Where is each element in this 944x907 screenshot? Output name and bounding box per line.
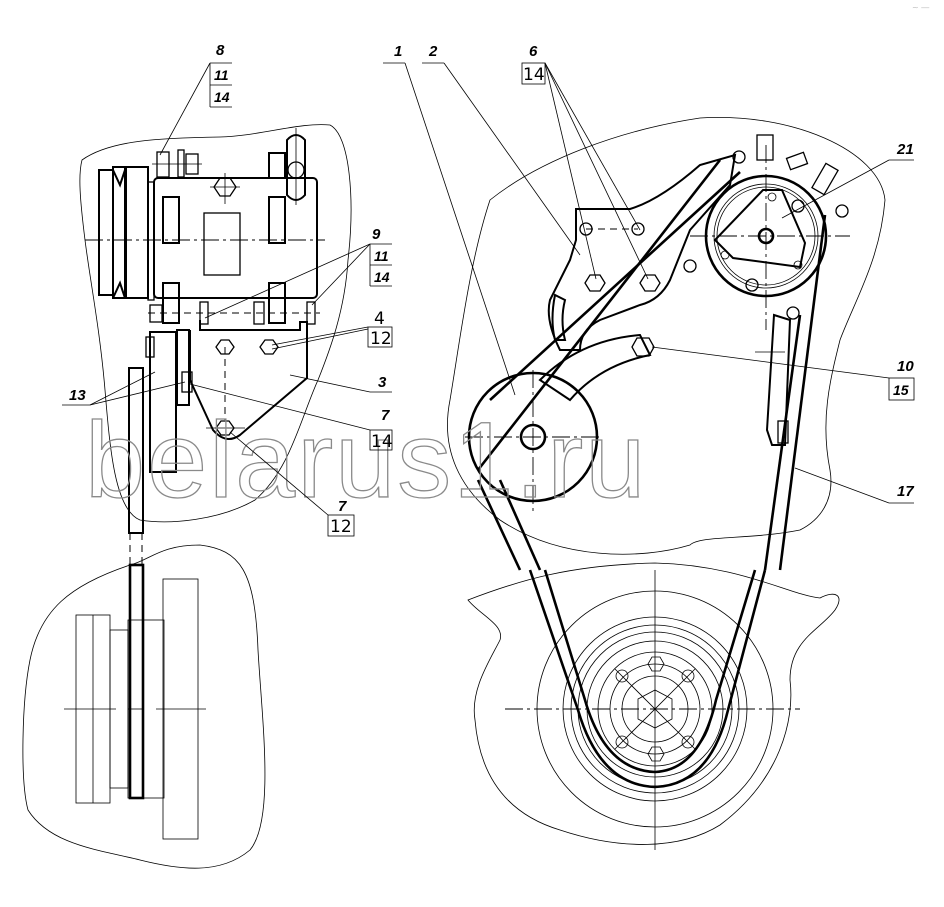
callout-number: 8 [216, 42, 225, 59]
compressor-front-view [447, 116, 886, 571]
callout-number: 17 [897, 483, 914, 500]
callout-number: 9 [372, 226, 381, 243]
housing-outline [467, 562, 840, 845]
callout-number: 3 [378, 374, 387, 391]
compressor-label-plate [203, 212, 241, 276]
mounting-bracket [547, 153, 737, 351]
callout-6: 6 14 [521, 43, 649, 280]
callout-sub: 12 [330, 517, 352, 537]
corner-mark: ~ ― [912, 3, 929, 12]
callout-17: 17 [794, 467, 914, 504]
callout-8: 8 11 14 [159, 42, 232, 156]
callout-4: 4 12 [271, 309, 393, 350]
belt-upper [476, 159, 722, 471]
pulley-groove [112, 166, 126, 299]
callout-number: 21 [896, 141, 914, 158]
callout-number: 7 [338, 498, 347, 515]
callout-2: 2 [422, 43, 581, 256]
section-boundary [79, 124, 352, 523]
callout-number: 10 [897, 358, 914, 375]
callout-sub: 14 [214, 89, 230, 105]
pulley-body [125, 166, 149, 299]
adjusting-arm [538, 333, 652, 402]
callout-number: 2 [428, 43, 438, 60]
belt-crank-side [128, 563, 145, 800]
section-boundary [22, 544, 266, 869]
callout-9: 9 11 14 [204, 226, 392, 319]
callout-number: 6 [529, 43, 538, 60]
callout-sub: 11 [214, 67, 229, 83]
callout-1: 1 [383, 43, 516, 396]
callout-sub: 15 [893, 382, 909, 398]
callout-7-12: 7 12 [229, 431, 355, 537]
callout-sub: 14 [523, 65, 545, 85]
crankshaft-pulley-side-view [22, 544, 266, 869]
tension-strap [765, 313, 792, 446]
callout-7-14: 7 14 [189, 383, 393, 452]
callout-number: 13 [69, 387, 86, 404]
bracket [189, 320, 308, 440]
callout-sub: 14 [371, 432, 393, 452]
callout-number: 7 [381, 407, 390, 424]
hex-bolt [584, 274, 606, 292]
callout-number: 4 [374, 309, 385, 329]
tension-stud [286, 134, 306, 201]
callout-10: 10 15 [651, 346, 915, 401]
callout-3: 3 [289, 374, 392, 393]
callout-sub: 11 [374, 248, 389, 264]
belt-lower [528, 569, 767, 789]
callout-sub: 12 [370, 329, 392, 349]
clutch-plate [713, 189, 807, 269]
callout-number: 1 [394, 43, 402, 60]
pulley-flange [98, 169, 114, 296]
watermark: belarus1.ru [85, 399, 647, 520]
compressor-body [153, 177, 318, 299]
callout-13: 13 [62, 371, 186, 406]
compressor-side-view [79, 124, 352, 565]
section-boundary [447, 116, 886, 555]
hex-bolt [639, 274, 661, 292]
callout-21: 21 [781, 141, 914, 219]
callout-sub: 14 [374, 269, 390, 285]
crankshaft-pulley-front-view [467, 562, 840, 850]
